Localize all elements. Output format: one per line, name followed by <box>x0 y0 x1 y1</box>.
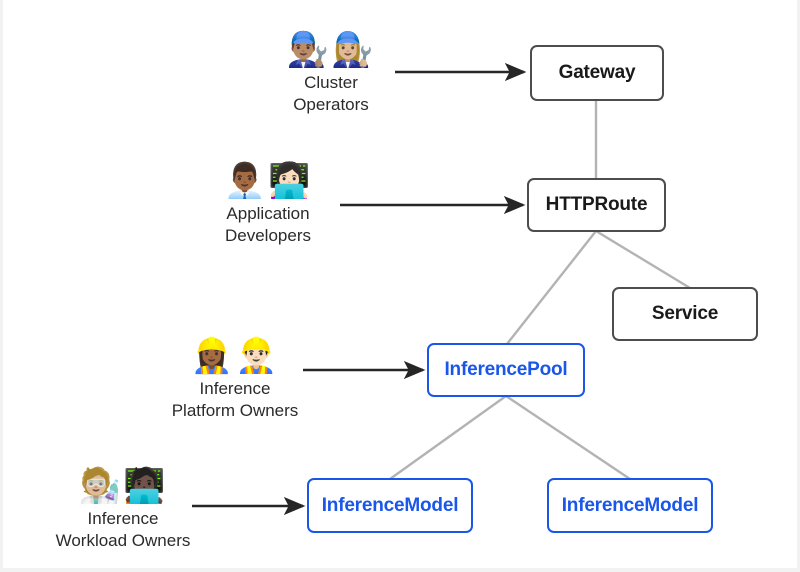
inference-platform-owners-label-line2: Platform Owners <box>171 401 299 420</box>
node-inferencepool[interactable]: InferencePool <box>427 343 585 397</box>
application-developers-label-line1: Application <box>226 204 310 223</box>
cluster-operators-icon: 👨🏽‍🔧👩🏼‍🔧 <box>286 30 376 70</box>
link-httproute-inferencepool <box>506 230 597 345</box>
inference-platform-owners-icon: 👷🏾‍♀️👷🏻‍♂️ <box>190 336 280 376</box>
node-inferencemodel-2-label: InferenceModel <box>561 494 699 516</box>
application-developers-label-line2: Developers <box>225 226 311 245</box>
cluster-operators-label-line1: Cluster <box>304 73 358 92</box>
inference-workload-owners-icon: 🧑🏼‍🔬🧑🏿‍💻 <box>78 466 168 506</box>
node-service[interactable]: Service <box>612 287 758 341</box>
node-httproute[interactable]: HTTPRoute <box>527 178 666 232</box>
inference-workload-owners-label-line1: Inference <box>87 509 159 528</box>
node-gateway[interactable]: Gateway <box>530 45 664 101</box>
node-gateway-label: Gateway <box>558 62 636 83</box>
node-httproute-label: HTTPRoute <box>545 194 648 215</box>
node-inferencemodel-1-label: InferenceModel <box>321 494 459 516</box>
inference-platform-owners-label-line1: Inference <box>199 379 271 398</box>
cluster-operators-label-line2: Operators <box>293 95 369 114</box>
actor-inference-platform-owners: 👷🏾‍♀️👷🏻‍♂️ Inference Platform Owners <box>130 336 340 422</box>
inference-workload-owners-label-line2: Workload Owners <box>55 531 191 550</box>
actor-cluster-operators: 👨🏽‍🔧👩🏼‍🔧 Cluster Operators <box>226 30 436 116</box>
link-inferencepool-inferencemodel-1 <box>389 395 507 480</box>
node-service-label: Service <box>651 303 719 324</box>
node-inferencepool-label: InferencePool <box>444 359 568 380</box>
node-inferencemodel-2[interactable]: InferenceModel <box>547 478 713 533</box>
node-inferencemodel-1[interactable]: InferenceModel <box>307 478 473 533</box>
link-httproute-service <box>595 229 691 290</box>
application-developers-icon: 👨🏾‍💼👩🏻‍💻 <box>223 161 313 201</box>
actor-inference-workload-owners: 🧑🏼‍🔬🧑🏿‍💻 Inference Workload Owners <box>18 466 228 552</box>
page-edge-bottom <box>0 568 800 572</box>
actor-application-developers: 👨🏾‍💼👩🏻‍💻 Application Developers <box>163 161 373 247</box>
link-inferencepool-inferencemodel-2 <box>505 395 631 480</box>
